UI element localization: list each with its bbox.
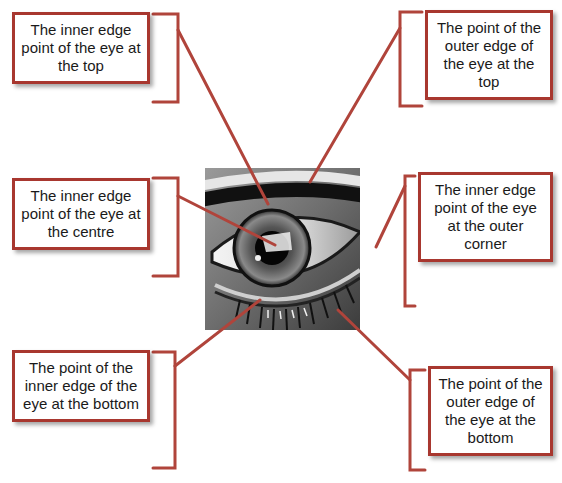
callout-box: The inner edge point of the eye at the o… [418,172,553,262]
eye-photo [205,168,360,330]
callout-box: The inner edge point of the eye at the t… [12,12,150,84]
callout-box: The point of the outer edge of the eye a… [428,366,553,456]
callout-text: The inner edge point of the eye at the c… [15,181,147,247]
callout-text: The point of the outer edge of the eye a… [428,13,550,97]
callout-box: The point of the outer edge of the eye a… [425,10,553,100]
callout-text: The point of the outer edge of the eye a… [431,369,550,453]
leader-lines [153,12,425,470]
callout-text: The point of the inner edge of the eye a… [15,353,147,419]
callout-box: The inner edge point of the eye at the c… [12,178,150,250]
callout-text: The inner edge point of the eye at the o… [421,175,550,259]
callout-text: The inner edge point of the eye at the t… [15,15,147,81]
callout-box: The point of the inner edge of the eye a… [12,350,150,422]
